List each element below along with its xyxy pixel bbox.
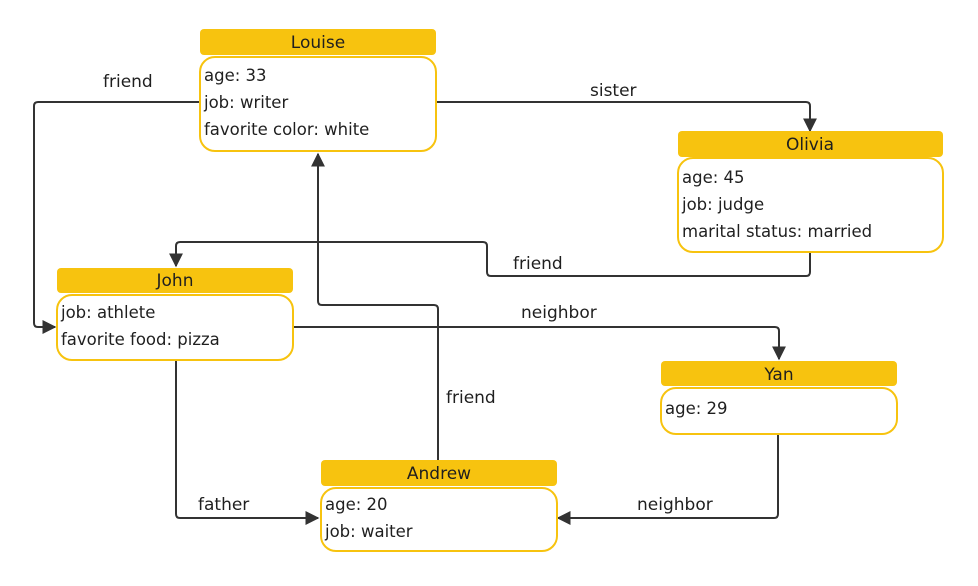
node-olivia[interactable]: Olivia age: 45 job: judge marital status… (677, 131, 944, 253)
node-andrew[interactable]: Andrew age: 20 job: waiter (320, 460, 558, 552)
edge-olivia-john: friend (169, 241, 811, 277)
node-title: Yan (763, 365, 793, 385)
edge-label-friend: friend (446, 388, 496, 408)
node-attribute: favorite color: white (204, 120, 369, 139)
node-title: Louise (291, 33, 345, 53)
edge-line (175, 360, 320, 525)
node-title-bar (200, 29, 436, 55)
edge-label-friend: friend (103, 72, 153, 92)
node-attribute: job: waiter (324, 522, 413, 541)
edge-john-andrew: father (175, 360, 320, 525)
node-attribute: age: 33 (204, 66, 267, 85)
node-title-bar (678, 131, 943, 157)
node-title: John (156, 271, 194, 291)
node-attribute: job: writer (203, 93, 288, 112)
node-yan[interactable]: Yan age: 29 (660, 361, 898, 435)
node-attribute: marital status: married (682, 222, 872, 241)
edge-line (436, 101, 817, 133)
edge-line (169, 241, 811, 277)
edge-andrew-louise: friend (311, 152, 496, 460)
node-attribute: age: 45 (682, 168, 745, 187)
node-body (199, 56, 437, 152)
edge-line (293, 326, 786, 361)
edges: friend sister friend neighbor friend fat… (33, 72, 817, 525)
node-attribute: favorite food: pizza (61, 330, 220, 349)
node-title: Olivia (786, 135, 834, 155)
edge-label-neighbor: neighbor (637, 495, 713, 515)
edge-louise-olivia: sister (436, 81, 817, 133)
edge-label-friend: friend (513, 254, 563, 274)
node-title-bar (661, 361, 897, 386)
node-body (320, 487, 558, 552)
edge-label-neighbor: neighbor (521, 303, 597, 323)
node-john[interactable]: John job: athlete favorite food: pizza (56, 268, 294, 361)
edge-line (33, 101, 200, 334)
edge-john-yan: neighbor (293, 303, 786, 361)
edge-yan-andrew: neighbor (556, 434, 779, 525)
edge-line (311, 152, 439, 460)
node-title: Andrew (407, 464, 471, 484)
edge-line (556, 434, 779, 525)
node-louise[interactable]: Louise age: 33 job: writer favorite colo… (199, 29, 437, 152)
node-body (660, 387, 898, 435)
node-title-bar (57, 268, 293, 293)
node-body (677, 157, 944, 253)
node-attribute: age: 20 (325, 495, 388, 514)
node-attribute: age: 29 (665, 399, 728, 418)
edge-louise-john: friend (33, 72, 200, 334)
edge-label-sister: sister (590, 81, 637, 101)
node-title-bar (321, 460, 557, 486)
node-body (56, 294, 294, 361)
node-attribute: job: athlete (60, 303, 155, 322)
node-attribute: job: judge (681, 195, 764, 214)
edge-label-father: father (198, 495, 249, 515)
